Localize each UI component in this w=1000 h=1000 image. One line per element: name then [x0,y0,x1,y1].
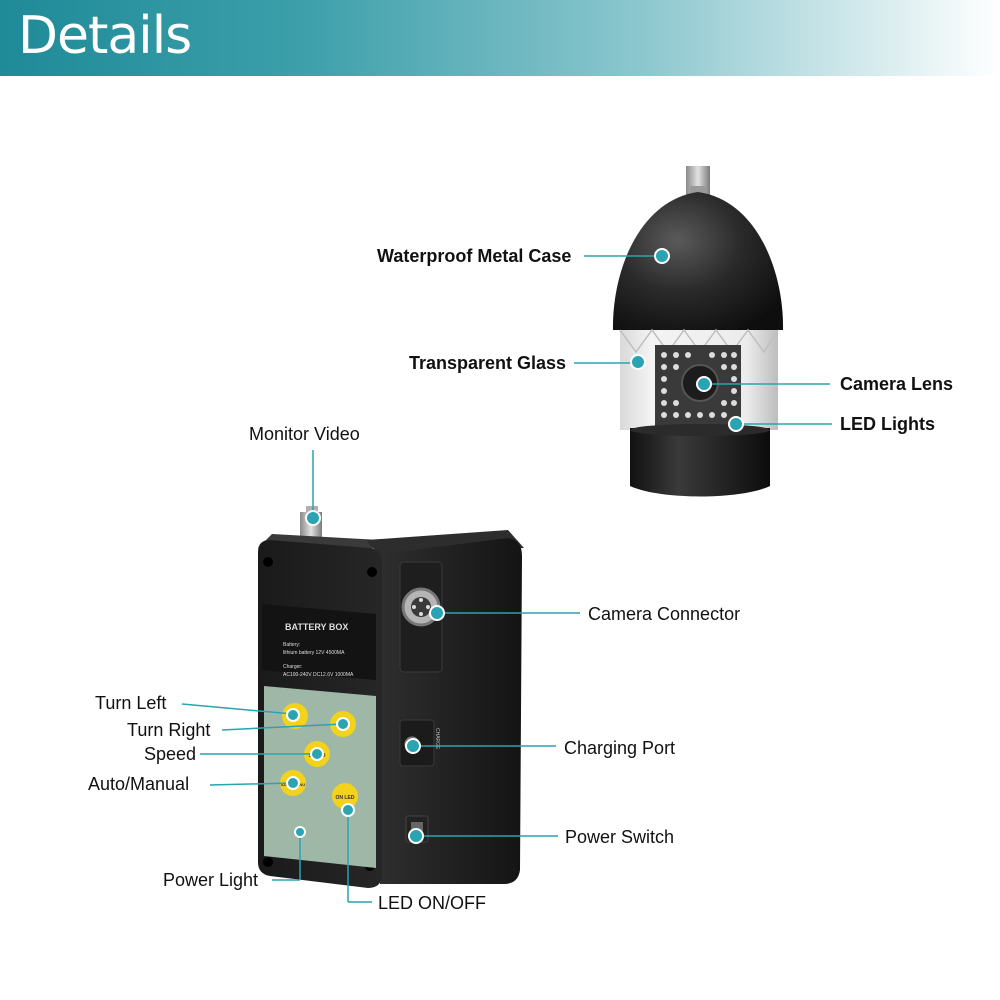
charge-text: CHARGE [434,728,440,750]
label-transparent-glass: Transparent Glass [409,353,567,373]
led-onoff-button [332,783,358,809]
label-auto-manual: Auto/Manual [88,774,190,794]
page-title: Details [18,6,192,66]
label-power-light: Power Light [163,870,259,890]
label-waterproof-metal-case: Waterproof Metal Case [377,246,572,266]
camera-base [630,428,770,497]
panel-line-2: lithium battery 12V 4500MA [283,650,345,656]
label-turn-right: Turn Right [127,720,211,740]
label-led-onoff: LED ON/OFF [378,893,487,913]
label-camera-lens: Camera Lens [840,374,954,394]
led-dots [661,352,737,418]
label-charging-port: Charging Port [564,738,676,758]
callout-lines [181,255,832,903]
header-banner: Details [0,0,1000,76]
btn-led-text: ON LED [336,795,355,801]
panel-line-4: AC100-240V DC12.6V 1000MA [283,672,354,678]
label-power-switch: Power Switch [565,827,675,847]
waterproof-metal-case [612,192,784,330]
panel-line-3: Charger: [283,664,302,670]
label-camera-connector: Camera Connector [588,604,741,624]
panel-title: BATTERY BOX [285,622,348,632]
callout-dots [286,248,744,844]
camera-head [612,166,784,497]
label-led-lights: LED Lights [840,414,935,434]
label-monitor-video: Monitor Video [249,424,360,444]
label-speed: Speed [144,744,197,764]
label-turn-left: Turn Left [95,693,167,713]
panel-line-1: Battery: [283,642,300,648]
